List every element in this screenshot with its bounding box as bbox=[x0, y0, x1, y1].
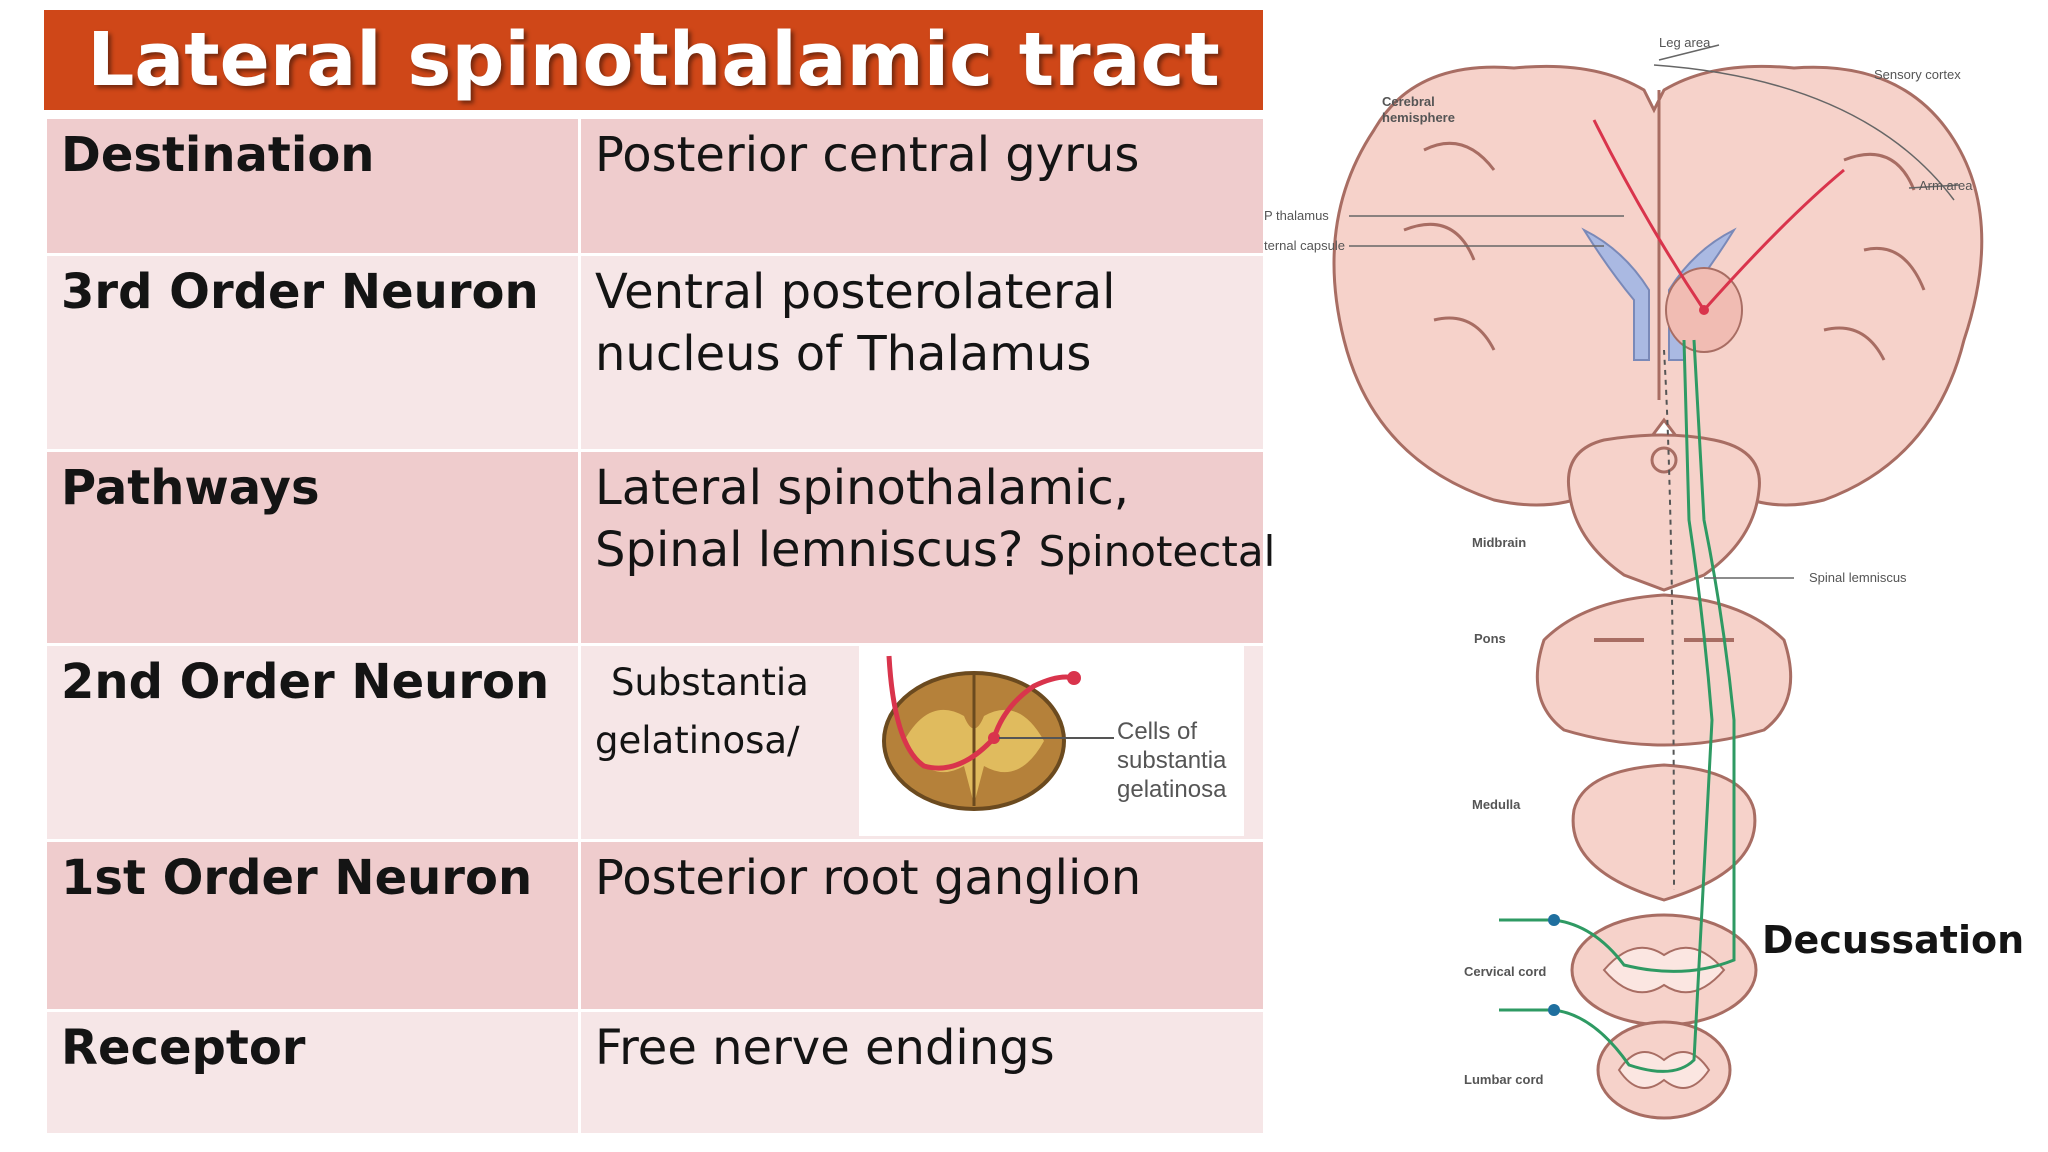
midline-dashed bbox=[1663, 349, 1675, 891]
label-cerebral: Cerebral bbox=[1382, 94, 1435, 109]
label-pons: Pons bbox=[1474, 631, 1506, 646]
leg-area-projection bbox=[1592, 119, 1706, 311]
row-value-small: Spinotectal bbox=[1038, 527, 1276, 576]
row-value-line: Ventral posterolateral bbox=[595, 264, 1116, 320]
table-row: 3rd Order Neuron Ventral posterolateral n… bbox=[44, 253, 1266, 452]
row-value: Posterior root ganglion bbox=[595, 850, 1142, 906]
decussation-label: Decussation bbox=[1762, 918, 2025, 962]
table-row: 2nd Order Neuron Substantia gelatinosa/ bbox=[44, 643, 1266, 842]
row-value-line: Lateral spinothalamic, bbox=[595, 460, 1129, 516]
lumbar-ganglion bbox=[1548, 1004, 1560, 1016]
table-row: 1st Order Neuron Posterior root ganglion bbox=[44, 839, 1266, 1012]
row-key: Destination bbox=[61, 127, 375, 183]
label-hemisphere: hemisphere bbox=[1382, 110, 1455, 125]
label-arm-area: Arm area bbox=[1919, 178, 1973, 193]
label-lumbar-cord: Lumbar cord bbox=[1464, 1072, 1544, 1087]
label-spinal-lemniscus: Spinal lemniscus bbox=[1809, 570, 1907, 585]
vpl-nucleus bbox=[1699, 305, 1709, 315]
cervical-ganglion bbox=[1548, 914, 1560, 926]
row-value-text: Substantia gelatinosa/ bbox=[595, 654, 809, 770]
inset-label: Cells of bbox=[1117, 718, 1197, 745]
slide-title: Lateral spinothalamic tract bbox=[87, 17, 1220, 103]
leader-arm-area bbox=[1908, 184, 1960, 189]
lumbar-tract bbox=[1499, 339, 1714, 1073]
pons bbox=[1535, 593, 1793, 747]
row-value: Substantia gelatinosa/ Cells of substant… bbox=[581, 646, 1263, 836]
afferent-fiber bbox=[886, 655, 1075, 771]
row-value-line: nucleus of Thalamus bbox=[595, 326, 1092, 382]
label-leg-area: Leg area bbox=[1659, 35, 1711, 50]
midbrain bbox=[1566, 433, 1761, 592]
title-bar: Lateral spinothalamic tract bbox=[44, 10, 1263, 110]
medulla bbox=[1571, 763, 1757, 902]
row-value: Lateral spinothalamic,Spinal lemniscus? … bbox=[581, 452, 1275, 583]
row-value-line: Substantia bbox=[611, 661, 809, 704]
inset-label: substantia bbox=[1117, 747, 1227, 774]
inset-label: gelatinosa bbox=[1117, 776, 1227, 803]
label-cervical-cord: Cervical cord bbox=[1464, 964, 1546, 979]
leader-sensory-cortex bbox=[1653, 64, 1955, 201]
gelatinosa-cell bbox=[988, 732, 1000, 744]
cerebral-aqueduct bbox=[1650, 446, 1678, 474]
row-value-line: Spinal lemniscus? bbox=[595, 522, 1024, 578]
row-value: Ventral posterolateral nucleus of Thalamu… bbox=[581, 256, 1263, 385]
arm-area-projection bbox=[1702, 168, 1845, 311]
label-p-thalamus: P thalamus bbox=[1264, 208, 1329, 223]
table-row: Destination Posterior central gyrus bbox=[44, 116, 1266, 256]
spinothalamic-diagram: Leg area Sensory cortex Cerebral hemisph… bbox=[1264, 35, 1984, 1120]
leader-leg-area bbox=[1658, 44, 1720, 61]
table-row: Pathways Lateral spinothalamic, Spinal le… bbox=[44, 449, 1275, 646]
label-sensory-cortex: Sensory cortex bbox=[1874, 67, 1961, 82]
gyri bbox=[1403, 141, 1926, 361]
tract-table: Destination Posterior central gyrus 3rd … bbox=[44, 116, 1275, 1136]
label-medulla: Medulla bbox=[1472, 797, 1521, 812]
label-midbrain: Midbrain bbox=[1472, 535, 1526, 550]
label-internal-capsule: ternal capsule bbox=[1264, 238, 1345, 253]
row-key: Receptor bbox=[61, 1020, 306, 1076]
row-value: Posterior central gyrus bbox=[595, 127, 1140, 183]
row-value-line: gelatinosa/ bbox=[595, 719, 800, 762]
fiber-terminal bbox=[1067, 671, 1081, 685]
lateral-ventricles bbox=[1581, 227, 1737, 361]
spinal-cord-inset: Cells of substantia gelatinosa bbox=[859, 646, 1244, 836]
row-key: 3rd Order Neuron bbox=[61, 264, 539, 320]
row-key: 2nd Order Neuron bbox=[61, 654, 550, 710]
row-key: Pathways bbox=[61, 460, 320, 516]
cervical-tract bbox=[1499, 339, 1736, 973]
row-value: Free nerve endings bbox=[595, 1020, 1055, 1076]
table-row: Receptor Free nerve endings bbox=[44, 1009, 1266, 1136]
row-key: 1st Order Neuron bbox=[61, 850, 533, 906]
